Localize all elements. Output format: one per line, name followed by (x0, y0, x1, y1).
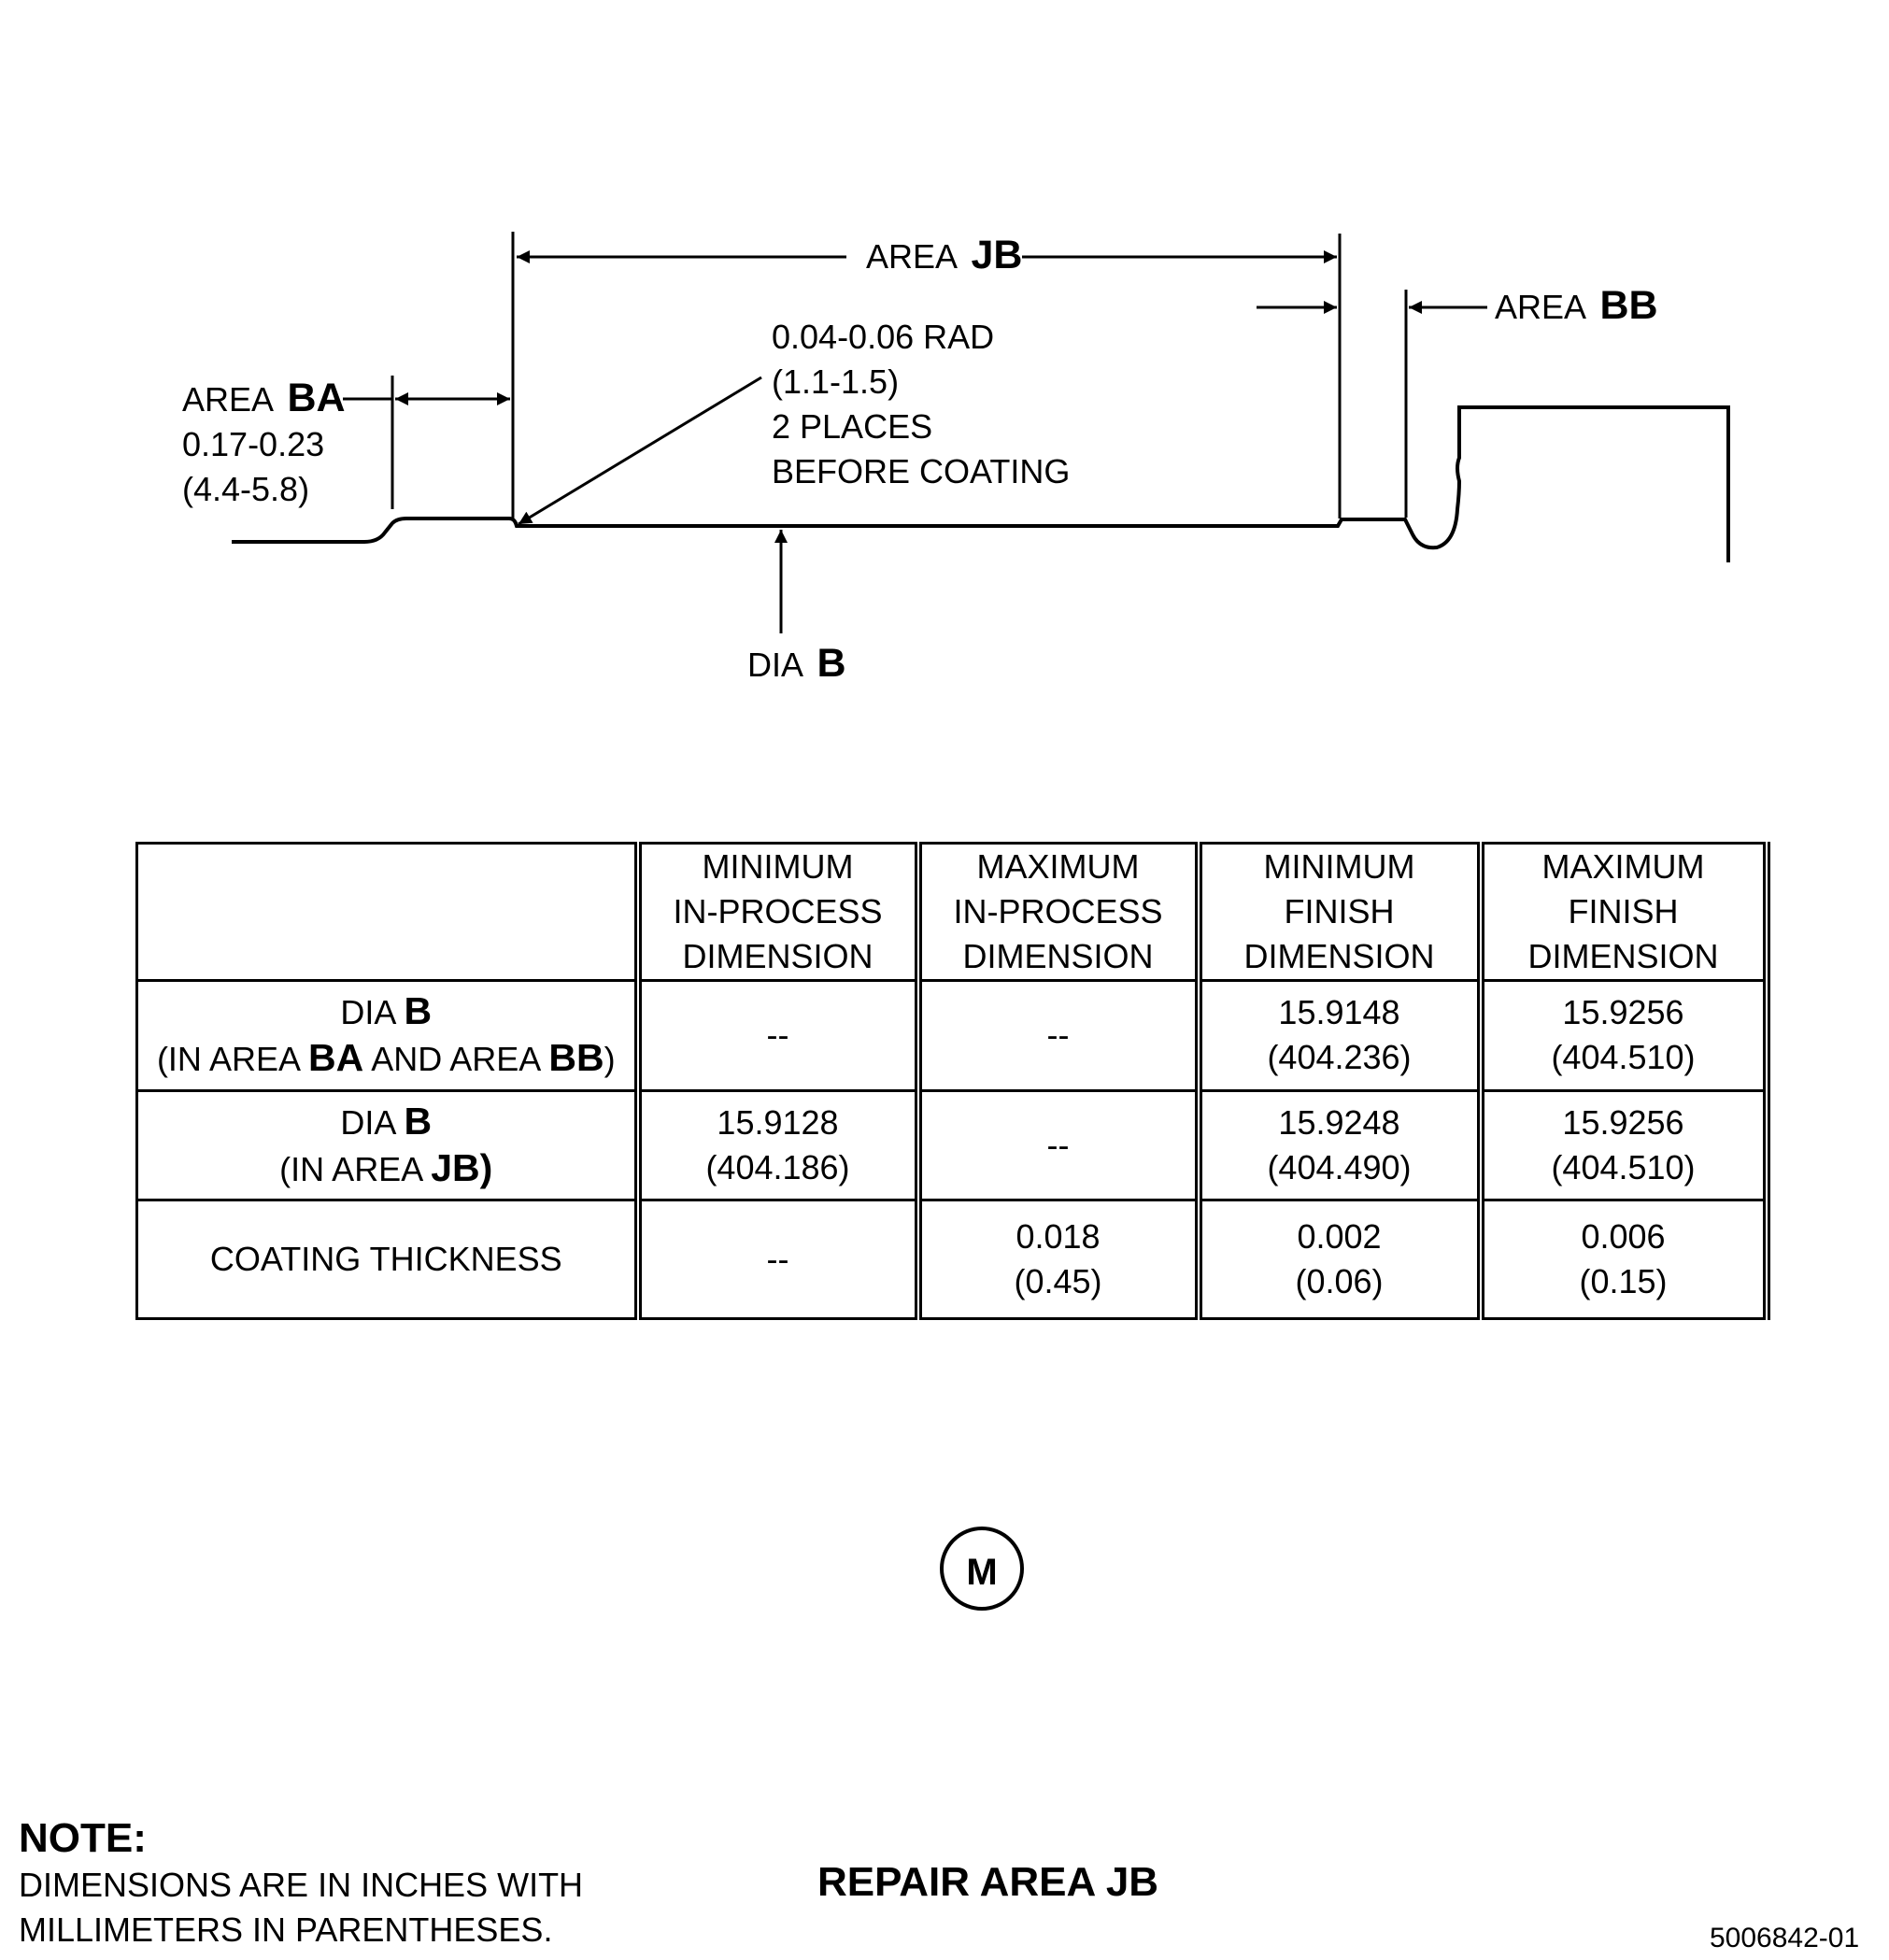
radius-line-2: (1.1-1.5) (772, 362, 899, 401)
table-cell: -- (916, 979, 1202, 1092)
table-cell: 15.9148(404.236) (1197, 979, 1484, 1092)
radius-line-4: BEFORE COATING (772, 452, 1070, 490)
table-cell: -- (916, 1088, 1202, 1201)
area-ba-dimension: AREA BA 0.17-0.23 (4.4-5.8) (182, 376, 510, 508)
dia-b-label: DIA B (747, 641, 846, 686)
table-row: DIA B (IN AREA JB) 15.9128(404.186) -- 1… (135, 1088, 1770, 1201)
area-jb-label: AREA JB (866, 233, 1022, 277)
table-cell: 15.9256(404.510) (1479, 979, 1770, 1092)
area-bb-dimension: AREA BB (1257, 283, 1658, 328)
note-line-2: MILLIMETERS IN PARENTHESES. (19, 1910, 553, 1949)
area-ba-label: AREA BA (182, 376, 346, 420)
area-jb-dimension: AREA JB (517, 233, 1337, 277)
table-cell: 0.018(0.45) (916, 1198, 1202, 1321)
radius-callout: 0.04-0.06 RAD (1.1-1.5) 2 PLACES BEFORE … (518, 318, 1070, 526)
dia-b-callout: DIA B (747, 530, 846, 686)
note-title: NOTE: (19, 1815, 147, 1861)
figure-title: REPAIR AREA JB (817, 1859, 1159, 1905)
radius-line-1: 0.04-0.06 RAD (772, 318, 994, 356)
row-label-dia-b-jb: DIA B (IN AREA JB) (135, 1088, 642, 1201)
area-ba-dim-inches: 0.17-0.23 (182, 425, 324, 463)
table-cell: 0.006(0.15) (1479, 1198, 1770, 1321)
sheet-reference-circle: M (940, 1527, 1024, 1611)
note-line-1: DIMENSIONS ARE IN INCHES WITH (19, 1866, 584, 1904)
table-cell: 15.9128(404.186) (636, 1088, 922, 1201)
part-outline (232, 405, 1730, 562)
figure-number: 5006842-01 (1710, 1923, 1860, 1953)
radius-line-3: 2 PLACES (772, 407, 932, 446)
table-cell: 15.9256(404.510) (1479, 1088, 1770, 1201)
table-cell: -- (636, 979, 922, 1092)
table-cell: 15.9248(404.490) (1197, 1088, 1484, 1201)
table-cell: 0.002(0.06) (1197, 1198, 1484, 1321)
area-ba-dim-mm: (4.4-5.8) (182, 470, 309, 508)
note-block: NOTE: DIMENSIONS ARE IN INCHES WITH MILL… (19, 1814, 583, 1953)
row-label-coating-thickness: COATING THICKNESS (135, 1198, 642, 1321)
area-bb-label: AREA BB (1495, 283, 1658, 328)
table-row: COATING THICKNESS -- 0.018(0.45) 0.002(0… (135, 1198, 1770, 1321)
table-corner-cell (135, 841, 642, 983)
row-label-dia-b-ba-bb: DIA B (IN AREA BA AND AREA BB) (135, 979, 642, 1092)
table-row: DIA B (IN AREA BA AND AREA BB) -- -- 15.… (135, 979, 1770, 1092)
table-cell: -- (636, 1198, 922, 1321)
